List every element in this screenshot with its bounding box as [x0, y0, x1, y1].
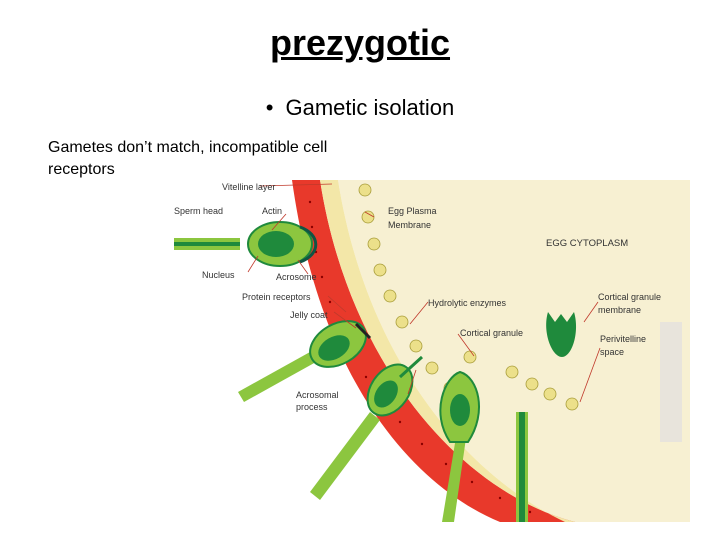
leader-lines: [247, 183, 601, 403]
label-sperm-head: Sperm head: [174, 206, 223, 216]
egg-cytoplasm: [338, 180, 690, 522]
fused-granule: [546, 312, 577, 357]
bullet-dot: •: [265, 95, 274, 120]
label-vitelline-layer: Vitelline layer: [222, 182, 275, 192]
perivitelline-space: [660, 322, 682, 442]
description-text: Gametes don’t match, incompatible cell r…: [48, 139, 328, 178]
label-perivitelline-space-1: Perivitelline: [600, 334, 646, 344]
sperm-5: [516, 412, 528, 522]
bullet-item: • Gametic isolation: [0, 95, 720, 121]
slide-title: prezygotic: [269, 22, 451, 63]
label-hydrolytic-enzymes: Hydrolytic enzymes: [428, 298, 507, 308]
label-protein-receptors: Protein receptors: [242, 292, 311, 302]
sperm-1: [174, 221, 318, 267]
label-actin: Actin: [262, 206, 282, 216]
label-acrosomal-process-2: process: [296, 402, 328, 412]
sperm-3: [310, 355, 424, 500]
label-egg-plasma-membrane-2: Membrane: [388, 220, 431, 230]
label-cortical-granule: Cortical granule: [460, 328, 523, 338]
label-acrosome: Acrosome: [276, 272, 317, 282]
label-perivitelline-space-2: space: [600, 347, 624, 357]
bullet-text: Gametic isolation: [285, 95, 455, 120]
label-acrosomal-process-1: Acrosomal: [296, 390, 339, 400]
label-egg-plasma-membrane-1: Egg Plasma: [388, 206, 437, 216]
label-nucleus: Nucleus: [202, 270, 235, 280]
sperm-2: [238, 320, 372, 402]
label-egg-cytoplasm: EGG CYTOPLASM: [546, 238, 628, 249]
label-cortical-granule-membrane-1: Cortical granule: [598, 292, 661, 302]
sperm-4: [439, 370, 481, 522]
fertilization-diagram: Vitelline layer Sperm head Actin Nucleus…: [160, 172, 690, 522]
label-jelly-coat: Jelly coat: [290, 310, 328, 320]
label-cortical-granule-membrane-2: membrane: [598, 305, 641, 315]
